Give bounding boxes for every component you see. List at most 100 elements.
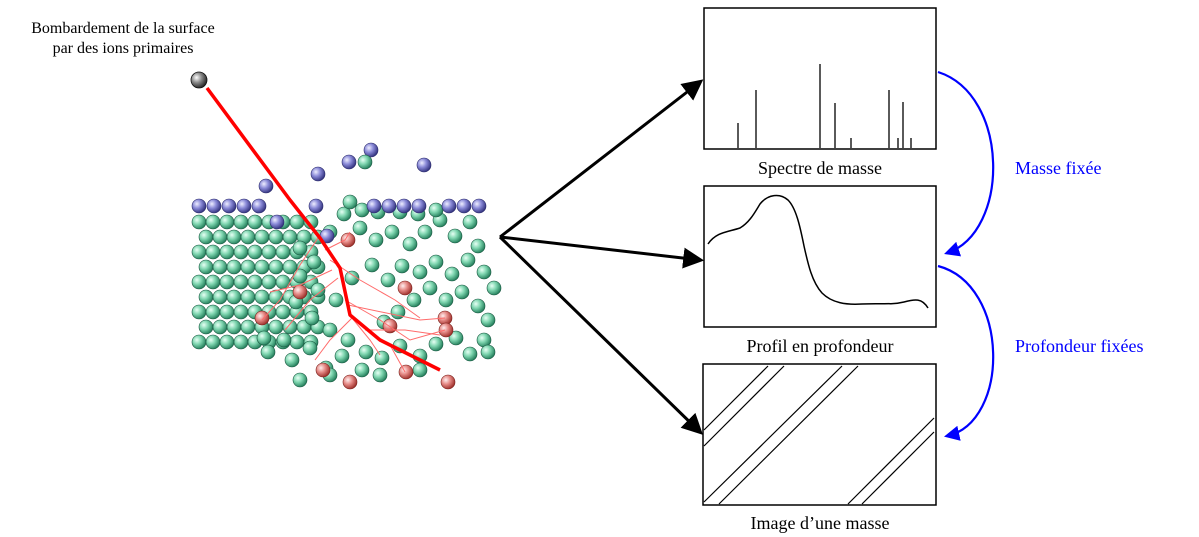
bulk-atom xyxy=(357,154,373,170)
bulk-atom xyxy=(191,274,207,290)
bulk-atom xyxy=(268,259,284,275)
bulk-atom xyxy=(412,264,428,280)
bulk-atom xyxy=(226,319,242,335)
bulk-atom xyxy=(306,254,322,270)
displaced-atom xyxy=(398,364,414,380)
bulk-atom xyxy=(282,229,298,245)
bulk-atom xyxy=(364,257,380,273)
bulk-atom xyxy=(428,336,444,352)
primary-ion xyxy=(190,71,208,89)
bulk-atom xyxy=(402,236,418,252)
bulk-atom xyxy=(191,304,207,320)
bulk-atom xyxy=(310,282,326,298)
bulk-atom xyxy=(233,304,249,320)
bulk-atom xyxy=(233,214,249,230)
sample-lattice xyxy=(191,142,502,390)
surface-atom xyxy=(251,198,267,214)
displaced-atom xyxy=(382,318,398,334)
bulk-atom xyxy=(261,244,277,260)
surface-atom xyxy=(310,166,326,182)
surface-atom xyxy=(258,178,274,194)
surface-atom xyxy=(221,198,237,214)
bulk-atom xyxy=(470,238,486,254)
bulk-atom xyxy=(342,194,358,210)
surface-atom xyxy=(471,198,487,214)
bulk-atom xyxy=(226,289,242,305)
bulk-atom xyxy=(384,224,400,240)
bulk-atom xyxy=(368,232,384,248)
bulk-atom xyxy=(261,274,277,290)
bulk-atom xyxy=(462,346,478,362)
bulk-atom xyxy=(275,244,291,260)
bulk-atom xyxy=(226,259,242,275)
bulk-atom xyxy=(233,334,249,350)
bulk-atom xyxy=(302,340,318,356)
bulk-atom xyxy=(240,259,256,275)
bulk-atom xyxy=(276,332,292,348)
surface-atom xyxy=(191,198,207,214)
bulk-atom xyxy=(444,266,460,282)
bulk-atom xyxy=(336,206,352,222)
surface-atom xyxy=(206,198,222,214)
depth-profile-curve xyxy=(707,194,929,309)
bulk-atom xyxy=(406,292,422,308)
bulk-atom xyxy=(256,330,272,346)
bulk-atom xyxy=(380,272,396,288)
bombardment-label-line1: Bombardement de la surface xyxy=(31,20,214,37)
bulk-atom xyxy=(254,259,270,275)
displaced-atom xyxy=(315,362,331,378)
bulk-atom xyxy=(304,310,320,326)
arrow-to-spectrum xyxy=(499,79,704,239)
bulk-atom xyxy=(428,254,444,270)
bulk-atom xyxy=(480,344,496,360)
bulk-atom xyxy=(289,334,305,350)
bulk-atom xyxy=(212,229,228,245)
surface-atom xyxy=(441,198,457,214)
bulk-atom xyxy=(344,270,360,286)
bulk-atom xyxy=(240,289,256,305)
bulk-atom xyxy=(268,319,284,335)
bulk-atom xyxy=(240,229,256,245)
bulk-atom xyxy=(198,259,214,275)
surface-atom xyxy=(396,198,412,214)
bulk-atom xyxy=(462,214,478,230)
displaced-atom xyxy=(340,232,356,248)
image-stripes xyxy=(703,365,935,505)
bulk-atom xyxy=(328,292,344,308)
displaced-atom xyxy=(342,374,358,390)
bulk-atom xyxy=(254,229,270,245)
bulk-atom xyxy=(372,367,388,383)
bulk-atom xyxy=(247,274,263,290)
bulk-atom xyxy=(476,264,492,280)
bulk-atom xyxy=(354,362,370,378)
bulk-atom xyxy=(254,289,270,305)
surface-atom xyxy=(363,142,379,158)
surface-atom xyxy=(381,198,397,214)
bulk-atom xyxy=(198,229,214,245)
bulk-atom xyxy=(448,330,464,346)
bulk-atom xyxy=(205,244,221,260)
bulk-atom xyxy=(486,280,502,296)
bulk-atom xyxy=(322,322,338,338)
bulk-atom xyxy=(438,292,454,308)
surface-atom xyxy=(366,198,382,214)
surface-atom xyxy=(456,198,472,214)
bulk-atom xyxy=(292,240,308,256)
bulk-atom xyxy=(205,304,221,320)
bulk-atom xyxy=(219,304,235,320)
bulk-atom xyxy=(374,350,390,366)
bulk-atom xyxy=(212,319,228,335)
bulk-atom xyxy=(205,214,221,230)
bulk-atom xyxy=(417,224,433,240)
surface-atom xyxy=(269,214,285,230)
bulk-atom xyxy=(394,258,410,274)
bulk-atom xyxy=(198,319,214,335)
bulk-atom xyxy=(390,304,406,320)
bulk-atom xyxy=(428,202,444,218)
bulk-atom xyxy=(212,259,228,275)
bulk-atom xyxy=(240,319,256,335)
bulk-atom xyxy=(447,228,463,244)
bulk-atom xyxy=(226,229,242,245)
bulk-atom xyxy=(334,348,350,364)
